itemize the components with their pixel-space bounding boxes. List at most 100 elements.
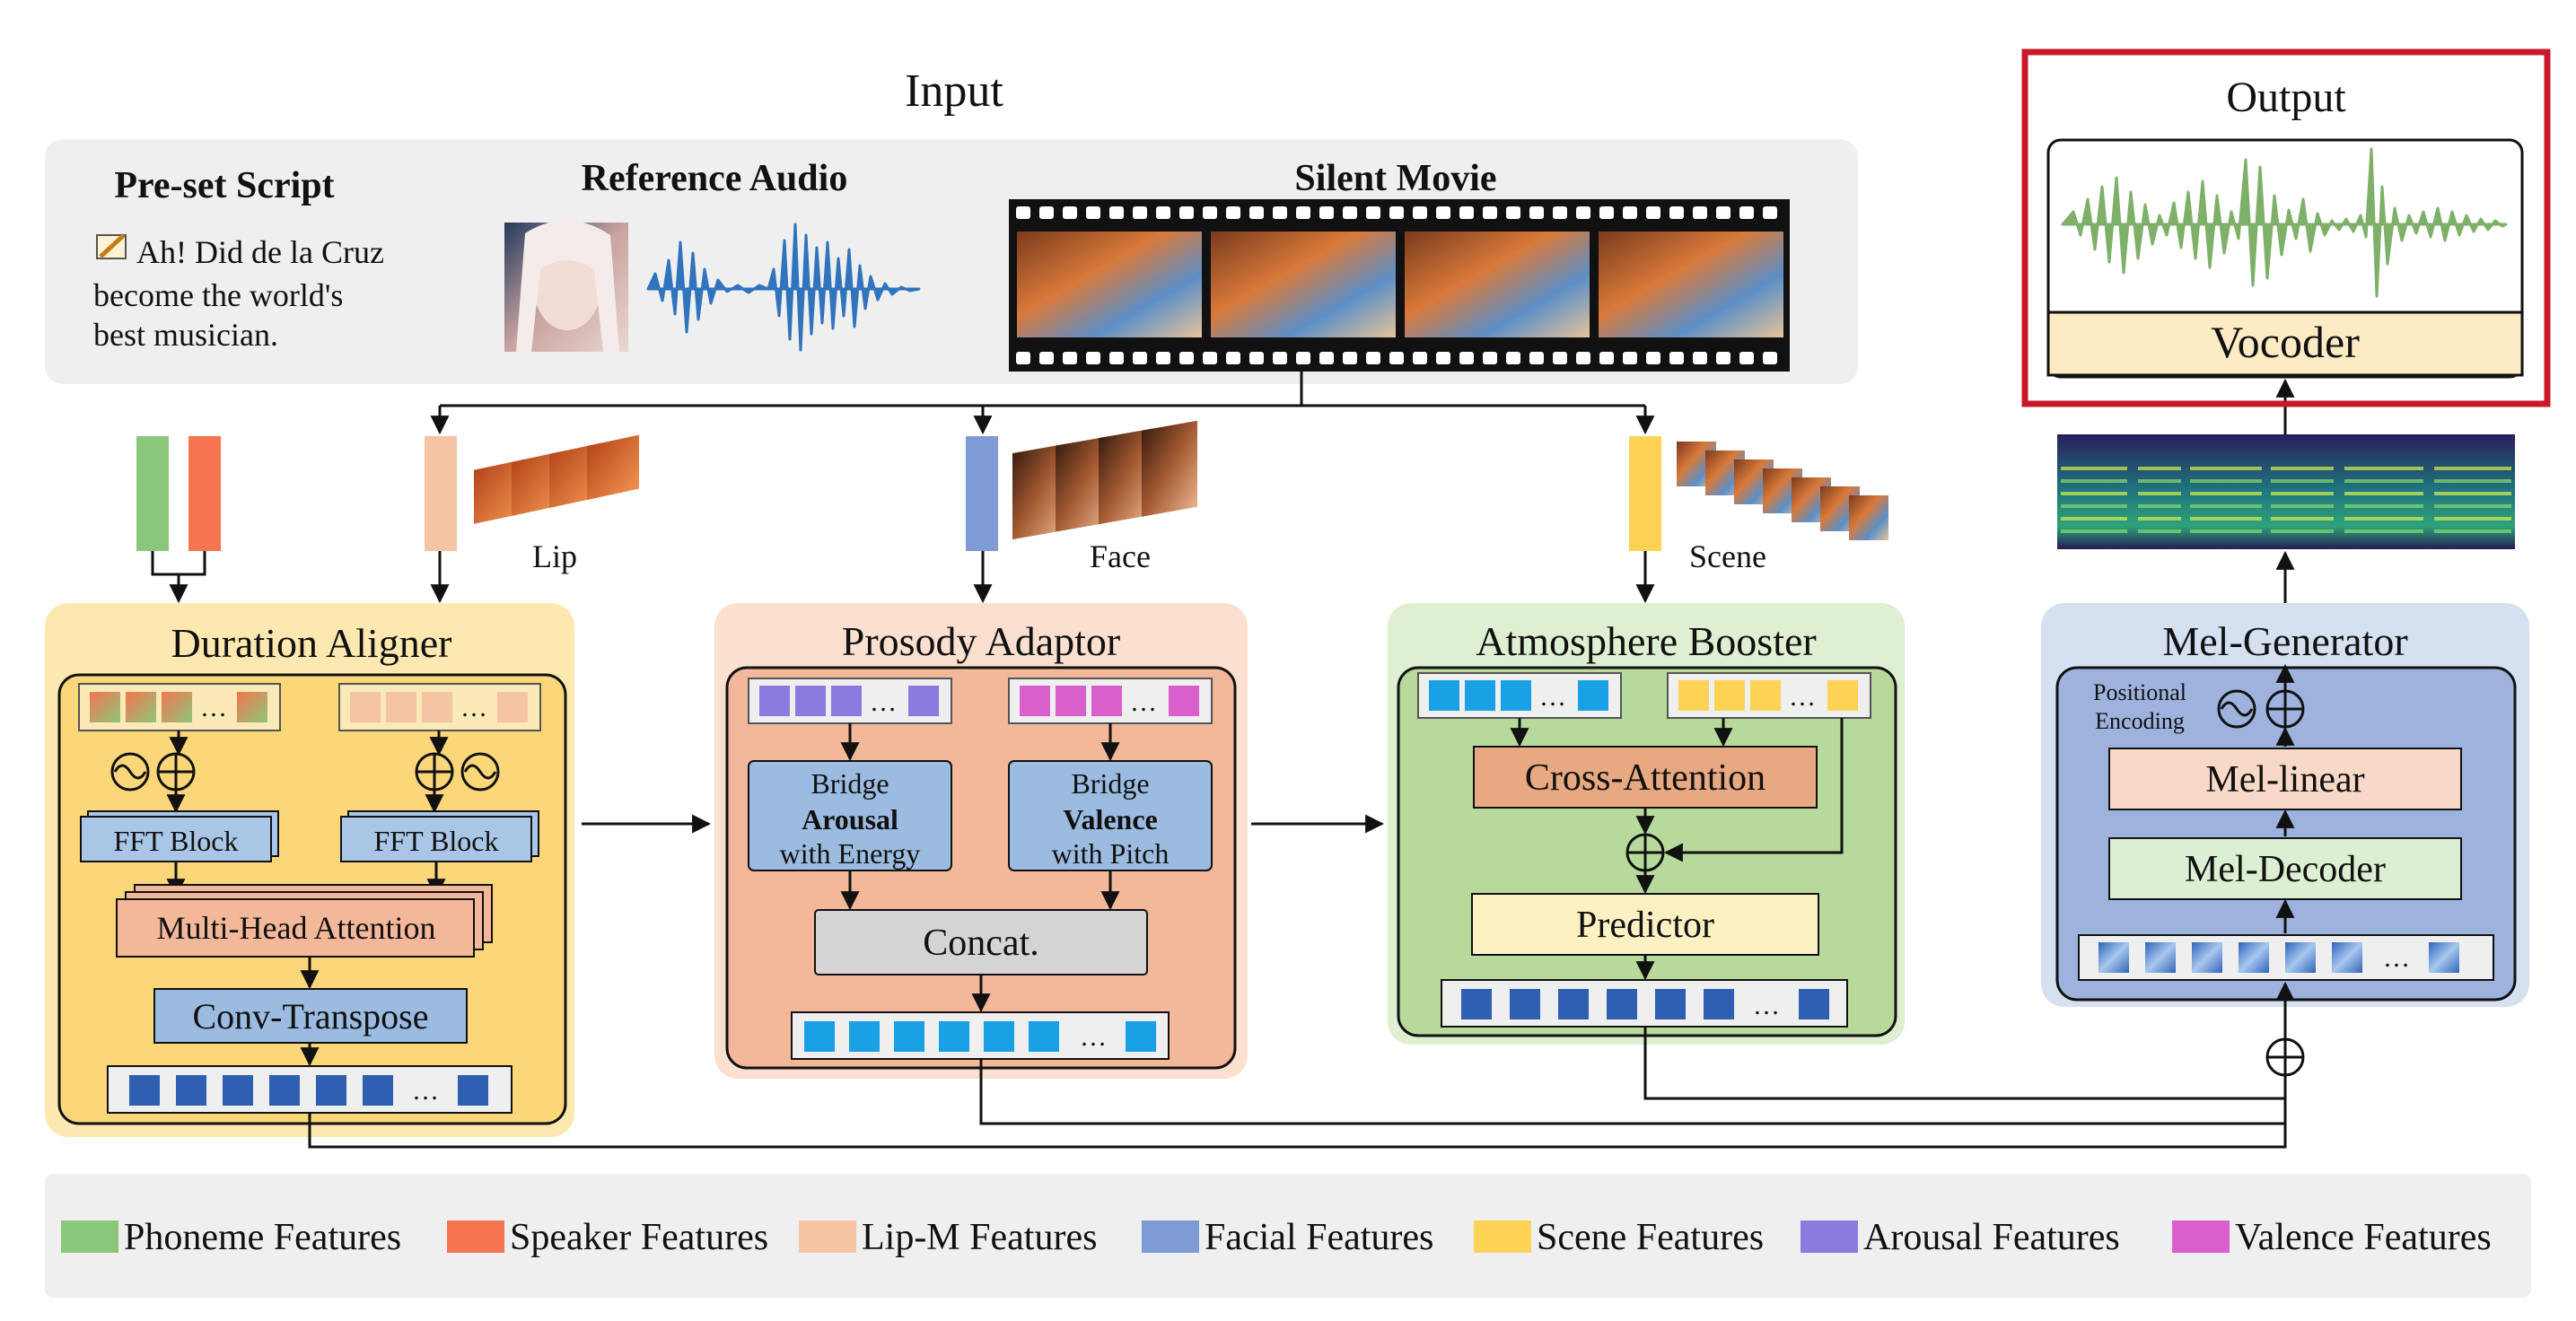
duration-aligner-module: Duration Aligner … … <box>45 603 574 1137</box>
legend-label: Speaker Features <box>510 1217 768 1258</box>
add-icon-mel <box>2265 689 2305 729</box>
script-title: Pre-set Script <box>114 165 334 206</box>
legend-swatch <box>1801 1220 1858 1253</box>
svg-text:…: … <box>460 693 487 722</box>
da-output-sequence <box>107 1065 513 1114</box>
svg-text:…: … <box>1539 682 1566 712</box>
legend-swatch <box>1474 1220 1531 1253</box>
pencil-note-icon <box>96 233 127 259</box>
svg-text:FFT Block: FFT Block <box>374 825 499 857</box>
fft-block-left <box>80 816 272 862</box>
multi-head-attention-block <box>116 898 475 958</box>
lip-feature-token <box>425 436 457 551</box>
svg-text:with Energy: with Energy <box>780 837 921 870</box>
mel-generator-title: Mel-Generator <box>2162 618 2407 664</box>
svg-text:Mel-Decoder: Mel-Decoder <box>2185 849 2386 890</box>
legend-label: Arousal Features <box>1863 1217 2120 1258</box>
output-waveform <box>2061 147 2508 298</box>
svg-text:Mel-linear: Mel-linear <box>2205 759 2364 800</box>
add-icon-booster <box>1625 833 1665 872</box>
legend-swatch <box>1142 1220 1199 1253</box>
scene-label: Scene <box>1689 538 1766 574</box>
legend-swatch <box>2172 1220 2230 1253</box>
reference-audio-waveform <box>646 223 921 352</box>
positional-encoding-icon-right <box>460 752 500 792</box>
cross-attention-block <box>1473 746 1818 809</box>
legend-item: Speaker Features <box>447 1217 768 1258</box>
add-icon-left <box>156 752 196 792</box>
face-label: Face <box>1090 538 1151 574</box>
atmosphere-booster-title: Atmosphere Booster <box>1476 618 1816 664</box>
legend-panel <box>45 1174 2531 1298</box>
svg-text:…: … <box>1789 682 1816 712</box>
prosody-adaptor-title: Prosody Adaptor <box>842 618 1121 664</box>
legend-label: Scene Features <box>1537 1217 1764 1258</box>
mel-generator-module: Mel-Generator Positional Encoding Mel-li… <box>2041 603 2529 1007</box>
mel-spectrogram-image <box>2057 434 2515 549</box>
svg-text:…: … <box>200 693 227 722</box>
legend-label: Phoneme Features <box>124 1217 401 1258</box>
svg-text:Positional: Positional <box>2093 679 2186 705</box>
legend: Phoneme Features Speaker Features Lip-M Fe… <box>61 1217 2492 1258</box>
legend-label: Lip-M Features <box>862 1217 1097 1258</box>
speaker-feature-token <box>188 436 221 551</box>
svg-text:…: … <box>2383 943 2410 973</box>
svg-text:Bridge: Bridge <box>1071 767 1149 800</box>
svg-text:Encoding: Encoding <box>2095 708 2185 734</box>
add-icon-fusion <box>2265 1037 2305 1077</box>
legend-item: Phoneme Features <box>61 1217 401 1258</box>
output-title: Output <box>2226 74 2346 121</box>
silent-movie-filmstrip <box>1009 199 1790 372</box>
face-feature-token <box>966 436 998 551</box>
pa-output-sequence <box>791 1011 1170 1060</box>
svg-text:Predictor: Predictor <box>1576 905 1714 946</box>
lip-label: Lip <box>532 538 577 574</box>
mel-linear-block <box>2108 748 2462 810</box>
movie-title: Silent Movie <box>1294 158 1496 199</box>
prosody-adaptor-module: Prosody Adaptor … … Bridge Arousal with … <box>714 603 1248 1079</box>
duration-aligner-title: Duration Aligner <box>171 620 452 666</box>
legend-label: Facial Features <box>1205 1217 1433 1258</box>
input-title: Input <box>905 66 1003 117</box>
svg-text:Multi-Head Attention: Multi-Head Attention <box>157 910 436 946</box>
svg-text:Concat.: Concat. <box>923 923 1038 964</box>
svg-text:Arousal: Arousal <box>802 803 898 835</box>
phoneme-feature-token <box>136 436 169 551</box>
scene-feature-token <box>1629 436 1661 551</box>
reference-speaker-image <box>504 220 628 352</box>
script-line-3: best musician. <box>93 317 278 353</box>
atmosphere-booster-module: Atmosphere Booster … … Cross-Attention P… <box>1388 603 1905 1045</box>
audio-title: Reference Audio <box>582 158 848 199</box>
svg-text:Vocoder: Vocoder <box>2211 317 2360 367</box>
legend-swatch <box>447 1220 504 1253</box>
positional-encoding-icon-mel <box>2217 689 2256 729</box>
legend-label: Valence Features <box>2235 1217 2492 1258</box>
svg-text:…: … <box>870 687 897 717</box>
legend-item: Valence Features <box>2172 1217 2492 1258</box>
svg-text:Bridge: Bridge <box>810 767 889 800</box>
output-panel: Output Vocoder <box>2021 48 2551 407</box>
face-frames-image <box>1012 420 1197 540</box>
residual-paths <box>308 1027 2287 1149</box>
legend-item: Scene Features <box>1474 1217 1764 1258</box>
movie-branch-line <box>440 372 1645 407</box>
legend-item: Facial Features <box>1142 1217 1433 1258</box>
svg-text:…: … <box>1753 991 1780 1020</box>
lip-frames-image <box>474 434 639 524</box>
script-line-2: become the world's <box>93 277 343 313</box>
svg-text:Cross-Attention: Cross-Attention <box>1525 757 1766 799</box>
positional-encoding-icon-left <box>110 752 150 792</box>
legend-swatch <box>61 1220 118 1253</box>
svg-text:with Pitch: with Pitch <box>1052 837 1170 870</box>
svg-text:FFT Block: FFT Block <box>114 825 239 857</box>
legend-item: Arousal Features <box>1801 1217 2120 1258</box>
svg-text:…: … <box>1080 1022 1107 1052</box>
scene-frames-image <box>1677 442 1888 540</box>
predictor-block <box>1471 893 1819 956</box>
legend-item: Lip-M Features <box>799 1217 1097 1258</box>
svg-text:…: … <box>412 1076 439 1106</box>
legend-swatch <box>799 1220 856 1253</box>
svg-text:Valence: Valence <box>1063 803 1157 835</box>
svg-text:Conv-Transpose: Conv-Transpose <box>193 996 429 1037</box>
